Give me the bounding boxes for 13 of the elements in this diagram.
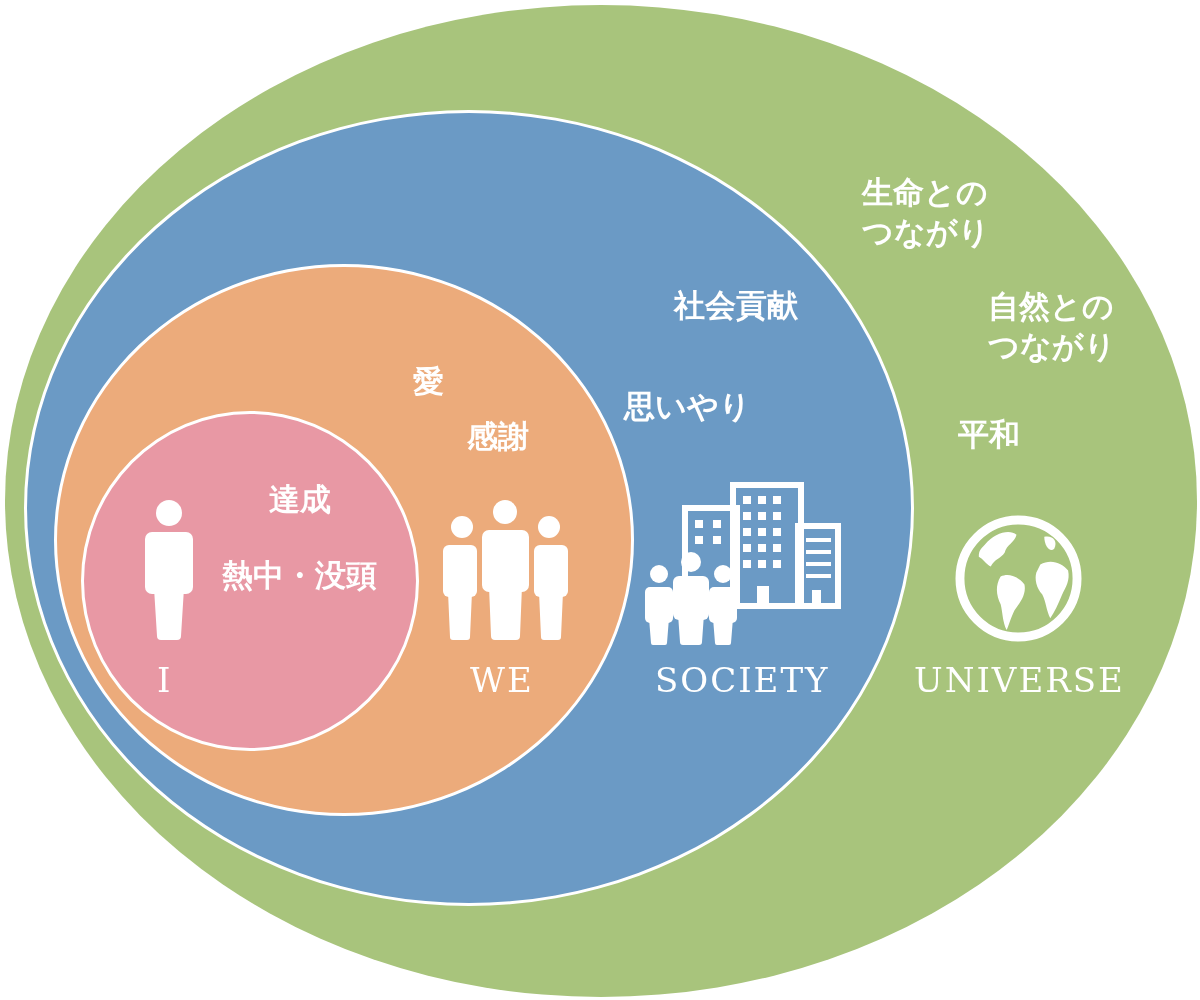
- keyword-label: 社会貢献: [674, 286, 798, 325]
- level-title: WE: [470, 662, 534, 700]
- keyword-label: 生命とのつながり: [862, 173, 991, 253]
- keyword-label: 愛: [413, 362, 444, 401]
- keyword-label: 熱中・没頭: [222, 556, 377, 595]
- keyword-label: 自然とのつながり: [988, 287, 1117, 367]
- keyword-label: 思いやり: [624, 387, 751, 426]
- level-title: UNIVERSE: [914, 662, 1125, 700]
- keyword-label: 平和: [958, 415, 1020, 454]
- keyword-label: 達成: [269, 480, 331, 519]
- level-title: SOCIETY: [655, 662, 830, 700]
- keyword-label: 感謝: [467, 417, 529, 456]
- level-title: I: [157, 662, 173, 700]
